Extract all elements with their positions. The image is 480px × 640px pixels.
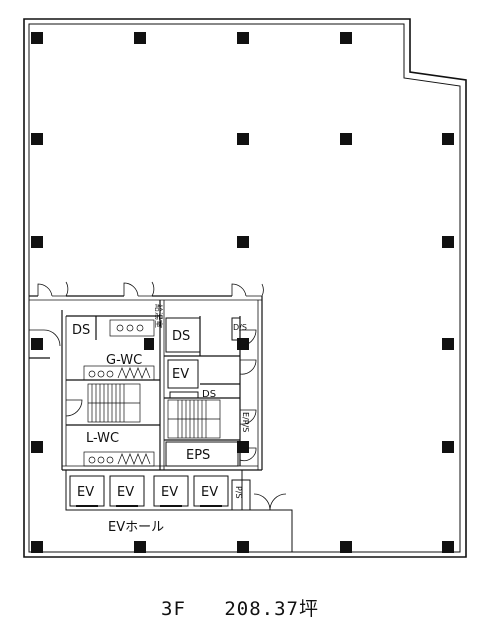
floor-area: 208.37坪 <box>224 598 319 620</box>
room-label-ds-left: DS <box>72 323 90 338</box>
column <box>442 133 454 145</box>
column <box>442 441 454 453</box>
column <box>31 236 43 248</box>
room-label-cleaning: 給湯室 <box>154 304 164 328</box>
column <box>340 133 352 145</box>
room-label-ev-small: EV <box>172 367 189 382</box>
column <box>442 541 454 553</box>
floor-caption: 3F 208.37坪 <box>0 594 480 621</box>
floor-number: 3F <box>161 598 186 620</box>
staircase <box>87 383 141 423</box>
column <box>442 338 454 350</box>
column <box>237 133 249 145</box>
column <box>134 32 146 44</box>
column <box>31 133 43 145</box>
elevator-label: EV <box>77 485 94 500</box>
column <box>31 441 43 453</box>
column <box>31 32 43 44</box>
room-label-l-wc: L-WC <box>86 431 119 446</box>
column <box>31 338 43 350</box>
exterior-wall <box>23 18 467 558</box>
structural-columns <box>31 32 454 553</box>
column <box>144 338 154 350</box>
room-label-ev-hall: EVホール <box>108 520 164 535</box>
elevator-label: EV <box>201 485 218 500</box>
ev-hall-walls <box>250 493 293 552</box>
column <box>237 32 249 44</box>
rooms <box>65 317 251 511</box>
column <box>340 32 352 44</box>
room-label-ds-vertical: D/S <box>233 323 247 332</box>
staircase <box>167 399 221 439</box>
elevator-label: EV <box>161 485 178 500</box>
room-label-eps-vertical: E/P/S <box>241 412 250 432</box>
room-label-ds-small: DS <box>202 389 216 400</box>
elevator-label: EV <box>117 485 134 500</box>
elevator-cars <box>69 475 229 507</box>
room-label-ds-center: DS <box>172 329 190 344</box>
floor-plan: DS DS DS D/S G-WC L-WC EV EPS E/P/S P/S … <box>23 18 467 558</box>
column <box>340 541 352 553</box>
column <box>237 541 249 553</box>
column <box>442 236 454 248</box>
column <box>237 441 249 453</box>
room-label-ps-vertical: P/S <box>234 486 243 499</box>
room-label-eps: EPS <box>186 448 210 463</box>
room-label-g-wc: G-WC <box>106 353 142 368</box>
toilet-fixtures <box>83 319 155 467</box>
column <box>31 541 43 553</box>
column <box>237 236 249 248</box>
column <box>134 541 146 553</box>
